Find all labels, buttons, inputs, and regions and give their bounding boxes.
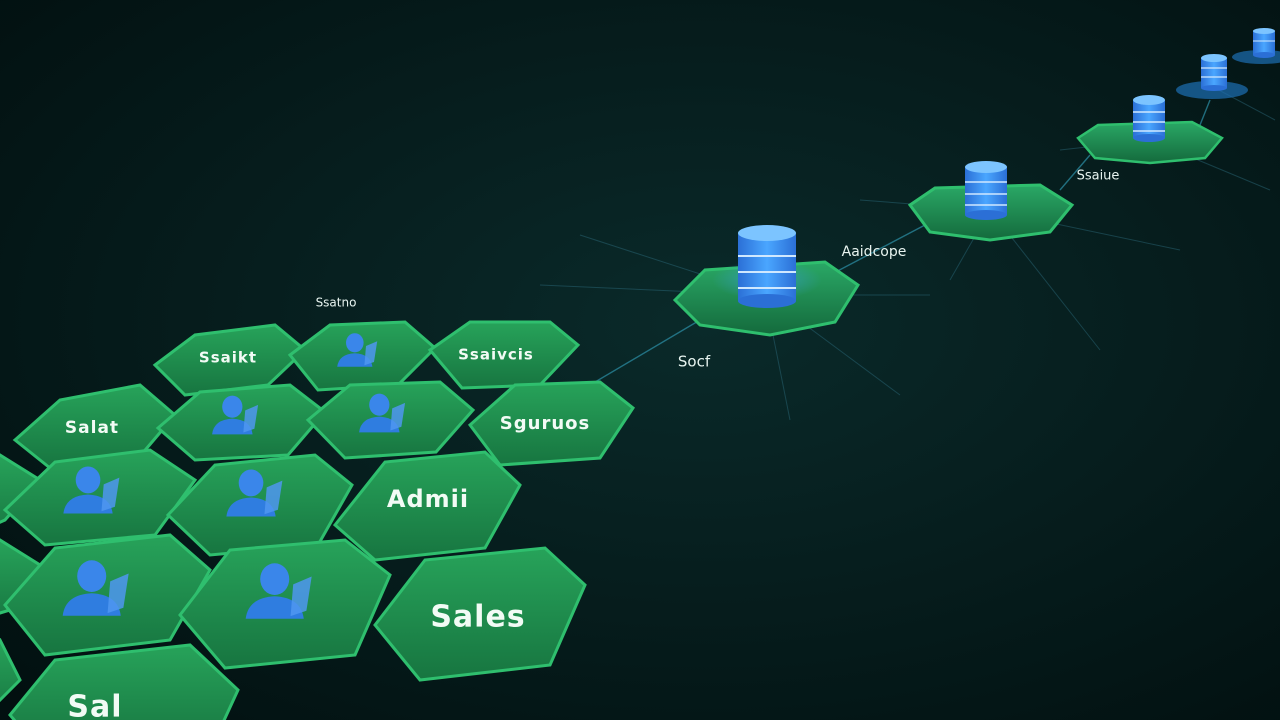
- database-node-1[interactable]: [672, 225, 861, 337]
- database-node-5[interactable]: [1232, 28, 1280, 64]
- database-icon: [1201, 54, 1227, 91]
- tile-label: Sguruos: [500, 413, 590, 434]
- hex-tile-admin[interactable]: Admii: [332, 450, 522, 562]
- database-icon: [965, 161, 1007, 220]
- database-icon: [1133, 95, 1165, 142]
- hex-tile-user-2b[interactable]: [305, 380, 476, 460]
- database-icon: [738, 225, 796, 308]
- hex-tile-bottom[interactable]: Sal: [8, 643, 240, 720]
- network-links: [589, 99, 1211, 386]
- hex-tile-user-3b[interactable]: [165, 453, 354, 557]
- database-node-3[interactable]: [1076, 95, 1224, 165]
- connector-label: Socf: [678, 353, 711, 371]
- hex-tile-user-4a[interactable]: [3, 533, 212, 657]
- tile-label: Admii: [387, 485, 469, 513]
- user-group-caption: Ssatno: [316, 296, 357, 310]
- tile-label: Ssaivcis: [458, 346, 534, 364]
- hex-grid: Ssaikt Ssaivcis Salat Sguruos: [0, 320, 636, 720]
- hex-tile-user-4b[interactable]: [178, 538, 392, 670]
- hex-tile-right-mid[interactable]: Sguruos: [467, 380, 636, 467]
- hex-tile-user-3a[interactable]: [2, 448, 198, 547]
- database-node-4[interactable]: [1176, 54, 1248, 99]
- database-icon: [1253, 28, 1275, 58]
- database-1-label: Aaidcope: [842, 244, 907, 260]
- tile-label: Sal: [67, 690, 122, 720]
- database-node-2[interactable]: [907, 161, 1075, 242]
- hex-tile-top-left[interactable]: Ssaikt: [152, 323, 308, 397]
- hex-tile-sales[interactable]: Sales: [373, 546, 587, 682]
- tile-label: Salat: [65, 418, 119, 438]
- database-2-label: Ssaiue: [1077, 169, 1120, 184]
- hex-tile-top-right[interactable]: Ssaivcis: [427, 320, 581, 390]
- tile-label: Ssaikt: [199, 349, 257, 367]
- hex-tile-edge-left-5[interactable]: [0, 637, 22, 720]
- tile-label: Sales: [430, 600, 525, 635]
